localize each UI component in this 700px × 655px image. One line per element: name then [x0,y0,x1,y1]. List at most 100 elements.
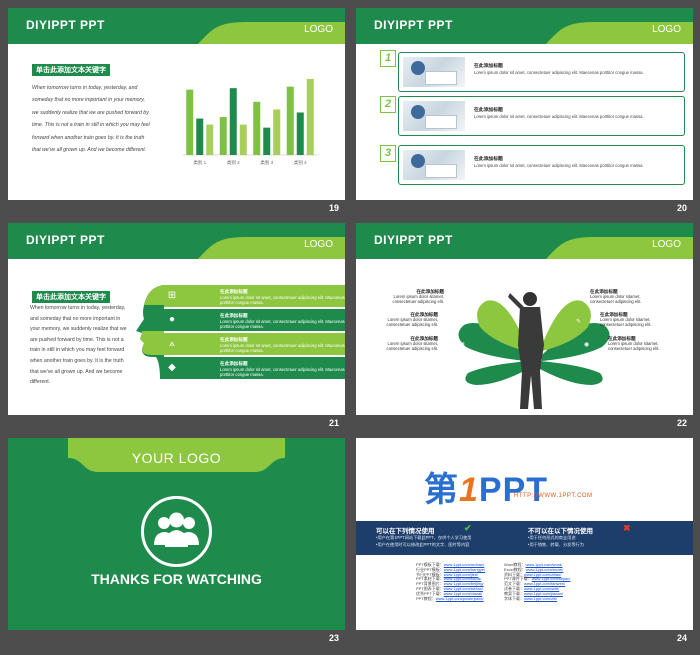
body-paragraph: When tomorrow turns in today, yesterday,… [32,85,150,154]
bar [253,101,261,155]
row-number: 1 [380,50,396,67]
bar [196,118,204,155]
check-icon: ✔ [464,523,472,533]
row-desc: Lorem ipsum dolor sit amet, consectetuer… [474,163,644,168]
slide-19[interactable]: DIYIPPT PPT LOGO 单击此添加文本关键字 When tomorro… [8,8,345,200]
peacock-diagram [458,292,610,409]
bar [186,89,194,155]
link[interactable]: www.1ppt.com/jieri/ [443,571,479,577]
bar [219,117,227,155]
logo-text: LOGO [304,24,333,35]
link[interactable]: www.1ppt.com/hangye/ [443,566,486,572]
row-number: 2 [380,96,396,113]
bar [229,88,237,155]
link[interactable]: www.1ppt.com/fanwen/ [524,581,566,587]
page-number: 23 [329,633,340,643]
link[interactable]: www.1ppt.com/ziliao/ [524,571,562,577]
link[interactable]: www.1ppt.com/word/ [525,562,563,567]
apple-icon: ● [168,314,176,325]
list-item: 在此添加标题 Lorem ipsum dolor sit amet, conse… [398,96,685,136]
link[interactable]: www.1ppt.com/xiazai/ [443,590,483,596]
row-title: 在此添加标题 [474,64,503,69]
stripe-title: 在此添加标题 [220,337,248,342]
x-tick-label: 类别 1 [193,159,206,166]
link[interactable]: www.1ppt.com/ziti/ [524,595,558,601]
keyword-tag: 单击此添加文本关键字 [32,64,110,76]
phone-icon: ☎ [562,296,570,302]
stripe-desc: Lorem ipsum dolor sit amet, consectetuer… [220,319,345,329]
link[interactable]: www.1ppt.com/tubiao/ [443,585,483,591]
link[interactable]: www.1ppt.com/moban/ [443,562,485,567]
page-number: 22 [677,418,688,428]
link[interactable]: www.1ppt.com/jiaoan/ [524,590,563,596]
windows-icon: ⊞ [167,290,177,301]
stripe-item: ⟑ 在此添加标题 Lorem ipsum dolor sit amet, con… [136,333,345,355]
body-paragraph: When tomorrow turns in today, yesterday,… [30,305,127,386]
pen-icon: ✎ [576,319,582,325]
stripe-title: 在此添加标题 [220,313,248,318]
chat-icon: ✉ [468,319,474,325]
slide-24[interactable]: 第1PPT HTTP://WWW.1PPT.COM 可以在下列情况使用 ✔ •用… [356,438,693,630]
usage-panel: 可以在下列情况使用 ✔ •用户在第1PPT网站下载此PPT，仅供个人学习使用 •… [356,521,693,555]
logo-band [8,438,345,474]
brand-title: DIYIPPT PPT [374,233,453,247]
row-desc: Lorem ipsum dolor sit amet, consectetuer… [474,114,644,119]
1ppt-logo: 第1PPT [424,471,549,509]
link[interactable]: www.1ppt.com/powerpoint/ [435,595,484,601]
slide-23[interactable]: YOUR LOGO THANKS FOR WATCHING [8,438,345,630]
slide-20[interactable]: DIYIPPT PPT LOGO 在此添加标题 Lorem ipsum dolo… [356,8,693,200]
bar [206,124,214,155]
stripe-title: 在此添加标题 [220,361,248,366]
link[interactable]: www.1ppt.com/excel/ [525,566,564,572]
link[interactable]: www.1ppt.com/sucai/ [443,576,482,582]
card-icon: ▣ [459,342,465,348]
group-icon [141,496,212,567]
row-title: 在此添加标题 [474,157,503,162]
office-photo [403,101,465,131]
list-item: 在此添加标题 Lorem ipsum dolor sit amet, conse… [398,145,685,185]
brand-title: DIYIPPT PPT [26,233,105,247]
page-number: 24 [677,633,688,643]
link[interactable]: www.1ppt.com/beijing/ [443,581,484,587]
page-number: 20 [677,203,688,213]
mouse-icon: ◉ [584,342,590,348]
can-line: •用户在第1PPT网站下载此PPT，仅供个人学习使用 [376,535,472,540]
stripe-item: ⊞ 在此添加标题 Lorem ipsum dolor sit amet, con… [136,285,345,307]
bar [286,86,294,155]
office-photo [403,150,465,180]
link[interactable]: www.1ppt.com/shiti/ [524,585,560,591]
row-desc: Lorem ipsum dolor sit amet, consectetuer… [474,70,644,75]
page-number: 19 [329,203,340,213]
cannot-use-title: 不可以在以下情况使用 [528,528,593,535]
link[interactable]: www.1ppt.com/kejian/ [531,576,571,582]
cannot-line: •用于任何形式的商业用途 [528,535,576,540]
bar [239,124,247,155]
logo-url: HTTP://WWW.1PPT.COM [514,493,593,499]
stripe-item: ● 在此添加标题 Lorem ipsum dolor sit amet, con… [136,309,345,331]
bar [296,112,304,155]
cannot-line: •用于销售、转载、分发等行为 [528,542,584,547]
head-silhouette [136,285,345,379]
bar [273,109,281,155]
logo-text: LOGO [304,239,333,250]
thanks-text: THANKS FOR WATCHING [91,571,262,587]
header-band [356,8,693,44]
stripe-desc: Lorem ipsum dolor sit amet, consectetuer… [220,367,345,377]
slide-21[interactable]: DIYIPPT PPT LOGO 单击此添加文本关键字 When tomorro… [8,223,345,415]
x-tick-label: 类别 2 [227,159,240,166]
android-icon: ◆ [168,362,176,373]
logo-text: LOGO [652,24,681,35]
brand-title: DIYIPPT PPT [374,18,453,32]
bar [306,79,314,155]
row-number: 3 [380,145,396,162]
can-line: •用户在使用时可以修改此PPT的文字、图片等内容 [376,542,470,547]
stripe-title: 在此添加标题 [220,289,248,294]
brand-title: DIYIPPT PPT [26,18,105,32]
stripe-desc: Lorem ipsum dolor sit amet, consectetuer… [220,343,345,353]
